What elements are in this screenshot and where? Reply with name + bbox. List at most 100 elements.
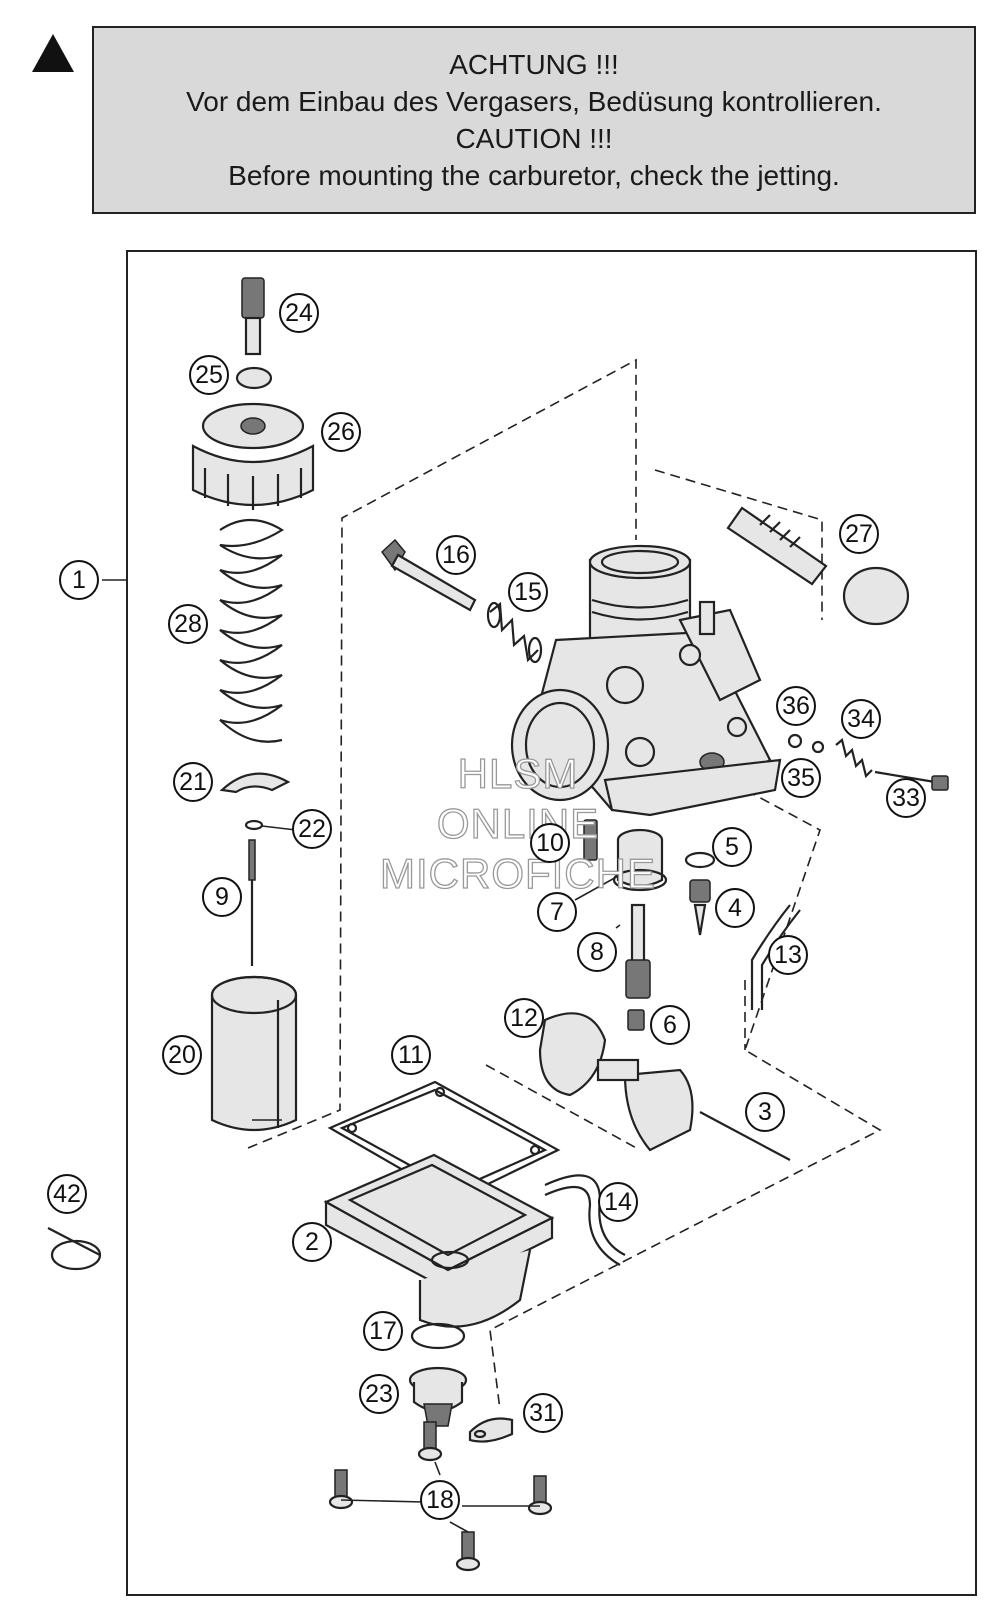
float-part xyxy=(538,1012,791,1161)
callout-7: 7 xyxy=(537,892,577,932)
assembly-frame xyxy=(126,250,977,1596)
o-ring-part xyxy=(684,851,716,869)
callout-26-label: 26 xyxy=(327,418,355,446)
callout-21-label: 21 xyxy=(179,768,207,796)
float-bowl-part xyxy=(323,1153,555,1328)
callout-5: 5 xyxy=(712,827,752,867)
air-screw-part xyxy=(381,538,477,612)
callout-28: 28 xyxy=(168,604,208,644)
callout-2: 2 xyxy=(292,1222,332,1262)
callout-20: 20 xyxy=(162,1035,202,1075)
throttle-slide-part xyxy=(210,975,298,1132)
callout-23: 23 xyxy=(359,1374,399,1414)
float-valve-part xyxy=(689,879,711,936)
callout-13-label: 13 xyxy=(774,941,802,969)
callout-31-label: 31 xyxy=(529,1399,557,1427)
callout-18-label: 18 xyxy=(426,1486,454,1514)
callout-36: 36 xyxy=(776,686,816,726)
watermark-line-2: ONLINE xyxy=(437,800,599,847)
callout-6-label: 6 xyxy=(663,1011,677,1039)
callout-8: 8 xyxy=(577,932,617,972)
needle-jet-part xyxy=(625,903,651,999)
callout-35: 35 xyxy=(781,758,821,798)
callout-16: 16 xyxy=(436,535,476,575)
carburetor-body-part xyxy=(510,544,782,817)
callout-3: 3 xyxy=(745,1092,785,1132)
watermark: HLSM ONLINE MICROFICHE xyxy=(379,749,656,897)
pilot-jet-part xyxy=(583,819,598,861)
needle-plate-part xyxy=(219,772,291,794)
callout-6: 6 xyxy=(650,1005,690,1045)
callout-21: 21 xyxy=(173,762,213,802)
callout-25: 25 xyxy=(189,355,229,395)
nut-part xyxy=(235,366,273,390)
callout-22-label: 22 xyxy=(298,815,326,843)
needle-clip-part xyxy=(244,819,264,831)
callout-11-label: 11 xyxy=(398,1041,424,1069)
callout-33-label: 33 xyxy=(892,784,920,812)
callout-25-label: 25 xyxy=(195,361,223,389)
carburetor-cap-part xyxy=(191,402,315,510)
callout-12: 12 xyxy=(504,998,544,1038)
jet-needle-part xyxy=(248,839,256,966)
cable-tie-part xyxy=(47,1227,102,1271)
callout-4: 4 xyxy=(715,888,755,928)
callout-35-label: 35 xyxy=(787,764,815,792)
callout-27: 27 xyxy=(839,514,879,554)
callout-26: 26 xyxy=(321,412,361,452)
main-jet-part xyxy=(627,1009,645,1031)
jet-holder-part xyxy=(612,828,668,892)
callout-11: 11 xyxy=(391,1035,431,1075)
callout-9: 9 xyxy=(202,877,242,917)
callout-17-label: 17 xyxy=(369,1317,397,1345)
caution-line-german-text: Vor dem Einbau des Vergasers, Bedüsung k… xyxy=(186,86,882,117)
callout-4-label: 4 xyxy=(728,894,742,922)
callout-24: 24 xyxy=(279,293,319,333)
assembly-guide-lines xyxy=(247,358,882,1411)
slide-spring-part xyxy=(219,519,285,743)
caution-line-english-text: Before mounting the carburetor, check th… xyxy=(228,160,840,191)
cable-bracket-part xyxy=(468,1417,514,1443)
callout-10: 10 xyxy=(530,823,570,863)
callout-22: 22 xyxy=(292,809,332,849)
callout-14-label: 14 xyxy=(604,1188,632,1216)
callout-20-label: 20 xyxy=(168,1041,196,1069)
callout-34-label: 34 xyxy=(847,705,875,733)
callout-15: 15 xyxy=(508,572,548,612)
callout-8-label: 8 xyxy=(590,938,604,966)
callout-23-label: 23 xyxy=(365,1380,393,1408)
caution-notice: ACHTUNG !!! Vor dem Einbau des Vergasers… xyxy=(92,26,976,214)
adjusting-screw-part xyxy=(241,277,265,356)
callout-9-label: 9 xyxy=(215,883,229,911)
watermark-line-3: MICROFICHE xyxy=(380,850,656,897)
idle-adjust-assembly-part xyxy=(787,733,949,791)
callout-18: 18 xyxy=(420,1480,460,1520)
callout-3-label: 3 xyxy=(758,1098,772,1126)
callout-17: 17 xyxy=(363,1311,403,1351)
callout-1: 1 xyxy=(59,560,99,600)
air-screw-spring-part xyxy=(486,601,543,664)
bowl-o-ring-part xyxy=(410,1322,466,1350)
callout-leaders xyxy=(102,579,621,1533)
callout-42: 42 xyxy=(47,1174,87,1214)
callout-1-label: 1 xyxy=(72,566,86,594)
callout-42-label: 42 xyxy=(53,1180,81,1208)
callout-24-label: 24 xyxy=(285,299,313,327)
choke-plunger-part xyxy=(726,506,910,626)
callout-2-label: 2 xyxy=(305,1228,319,1256)
callout-12-label: 12 xyxy=(510,1004,538,1032)
drain-plug-part xyxy=(408,1366,468,1427)
callout-13: 13 xyxy=(768,935,808,975)
callout-10-label: 10 xyxy=(536,829,564,857)
callout-34: 34 xyxy=(841,699,881,739)
warning-triangle-icon xyxy=(32,34,74,72)
callout-27-label: 27 xyxy=(845,520,873,548)
callout-14: 14 xyxy=(598,1182,638,1222)
callout-36-label: 36 xyxy=(782,692,810,720)
callout-16-label: 16 xyxy=(442,541,470,569)
callout-5-label: 5 xyxy=(725,833,739,861)
bowl-screws-part xyxy=(328,1421,553,1572)
watermark-line-1: HLSM xyxy=(458,750,579,797)
caution-line-german-title: ACHTUNG !!! xyxy=(449,49,619,80)
